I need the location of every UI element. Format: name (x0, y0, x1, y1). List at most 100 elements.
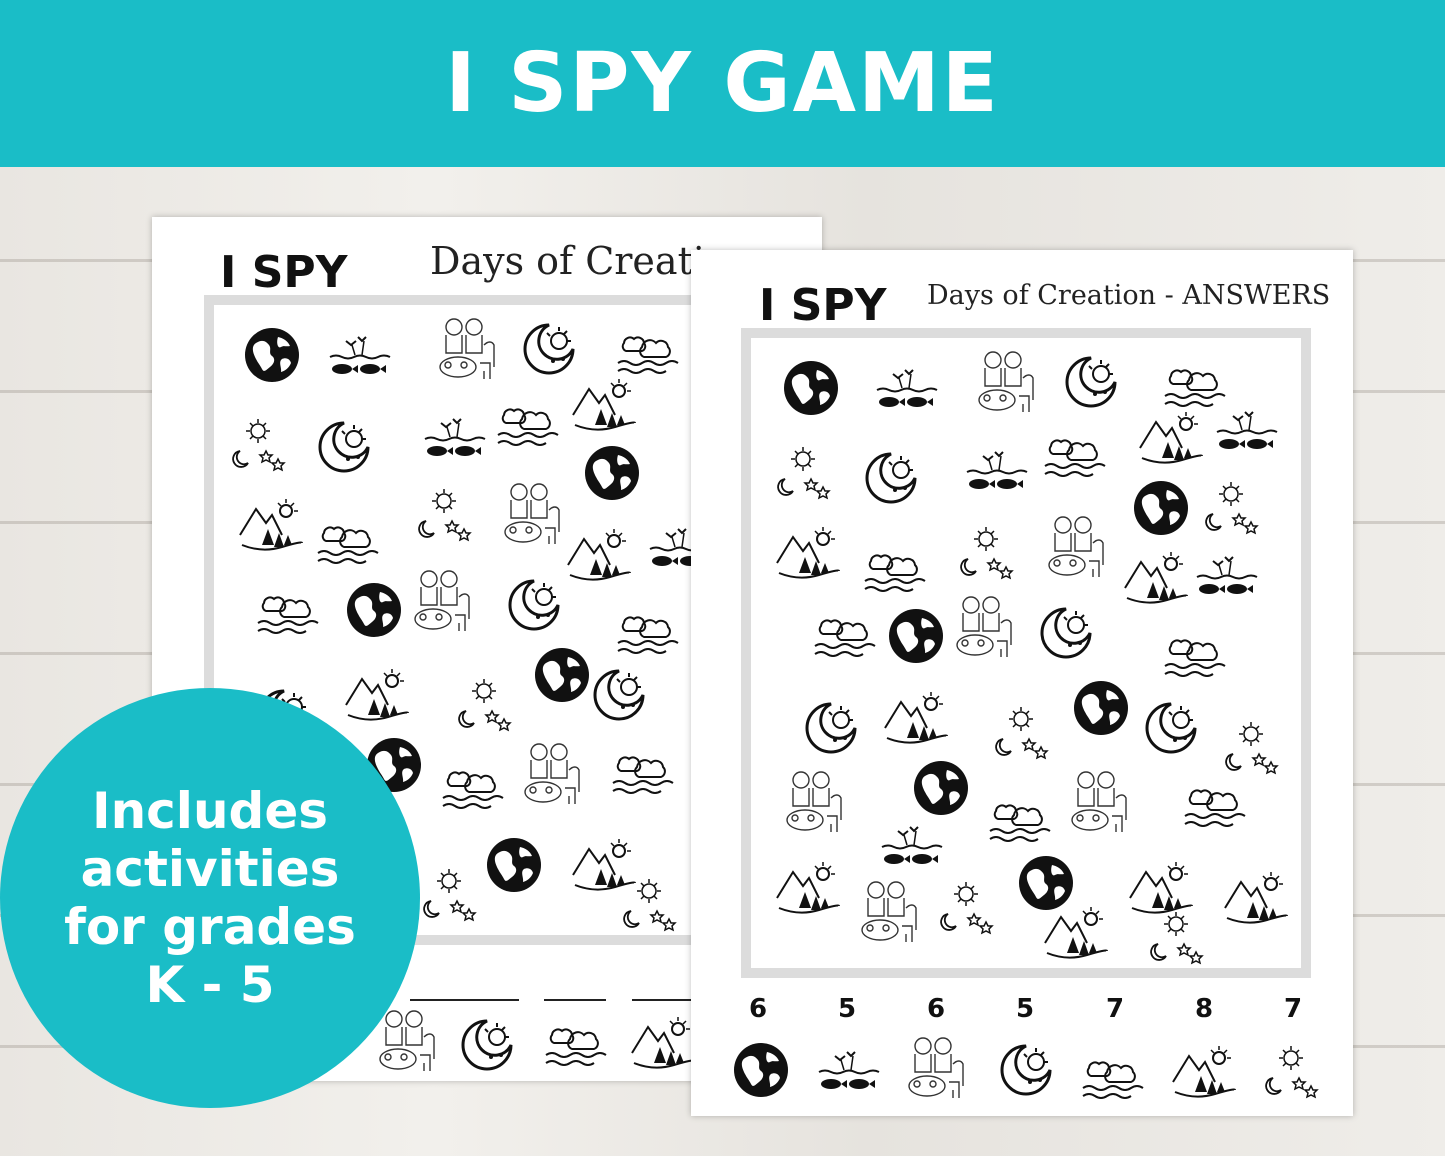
title-banner: I SPY GAME (0, 0, 1445, 167)
birds-fish-icon (1211, 408, 1281, 458)
birds-fish-icon (419, 415, 489, 465)
badge-line: Includes (91, 782, 329, 840)
answer-count: 8 (1194, 994, 1214, 1024)
people-animals-icon (1043, 513, 1113, 583)
moon-sun-icon (1036, 603, 1096, 663)
moon-sun-icon (457, 1015, 517, 1075)
worksheet-heading: I SPY (220, 247, 348, 298)
moon-sun-icon (1141, 698, 1201, 758)
people-animals-icon (374, 1007, 444, 1077)
sun-moon-stars-icon (991, 703, 1051, 763)
birds-fish-icon (876, 823, 946, 873)
earth-icon (484, 835, 544, 895)
people-animals-icon (1066, 768, 1136, 838)
land-plants-icon (1136, 408, 1206, 468)
sun-moon-stars-icon (936, 878, 996, 938)
land-plants-icon (773, 523, 843, 583)
moon-sun-icon (801, 698, 861, 758)
people-animals-icon (434, 315, 504, 385)
clouds-waves-icon (1041, 428, 1111, 478)
grades-badge: Includes activities for grades K - 5 (0, 688, 420, 1108)
sun-moon-stars-icon (1221, 718, 1281, 778)
sun-moon-stars-icon (414, 485, 474, 545)
earth-icon (344, 580, 404, 640)
clouds-waves-icon (986, 793, 1056, 843)
people-animals-icon (499, 480, 569, 550)
badge-line: activities (80, 840, 340, 898)
people-animals-icon (409, 567, 479, 637)
people-animals-icon (856, 878, 926, 948)
sun-moon-stars-icon (773, 443, 833, 503)
puzzle-area (751, 338, 1301, 968)
clouds-waves-icon (1161, 358, 1231, 408)
badge-line: K - 5 (145, 956, 275, 1014)
birds-fish-icon (324, 333, 394, 383)
clouds-waves-icon (1181, 778, 1251, 828)
worksheet-heading: I SPY (759, 280, 887, 331)
land-plants-icon (628, 1013, 698, 1073)
answer-count: 7 (1105, 994, 1125, 1024)
earth-icon (1071, 678, 1131, 738)
land-plants-icon (1169, 1042, 1239, 1102)
moon-sun-icon (519, 319, 579, 379)
land-plants-icon (773, 858, 843, 918)
moon-sun-icon (589, 665, 649, 725)
clouds-waves-icon (254, 585, 324, 635)
earth-icon (911, 758, 971, 818)
land-plants-icon (1121, 548, 1191, 608)
answer-blank (544, 999, 606, 1001)
clouds-waves-icon (609, 745, 679, 795)
earth-icon (886, 606, 946, 666)
earth-icon (1131, 478, 1191, 538)
answer-count: 6 (926, 994, 946, 1024)
worksheet-answers: I SPY Days of Creation - ANSWERS (691, 250, 1353, 1116)
sun-moon-stars-icon (1261, 1042, 1321, 1102)
badge-line: for grades (64, 898, 356, 956)
moon-sun-icon (861, 448, 921, 508)
sun-moon-stars-icon (1201, 478, 1261, 538)
land-plants-icon (569, 375, 639, 435)
answer-blank (457, 999, 519, 1001)
earth-icon (582, 443, 642, 503)
puzzle-frame (741, 328, 1311, 978)
birds-fish-icon (961, 448, 1031, 498)
worksheet-subtitle: Days of Creati (430, 239, 705, 283)
earth-icon (532, 645, 592, 705)
answer-count: 6 (748, 994, 768, 1024)
people-animals-icon (903, 1034, 973, 1104)
earth-icon (242, 325, 302, 385)
clouds-waves-icon (1161, 628, 1231, 678)
moon-sun-icon (1061, 352, 1121, 412)
birds-fish-icon (871, 366, 941, 416)
land-plants-icon (1041, 903, 1111, 963)
clouds-waves-icon (614, 605, 684, 655)
clouds-waves-icon (614, 325, 684, 375)
clouds-waves-icon (811, 608, 881, 658)
answer-count: 7 (1283, 994, 1303, 1024)
sun-moon-stars-icon (419, 865, 479, 925)
sun-moon-stars-icon (956, 523, 1016, 583)
people-animals-icon (781, 768, 851, 838)
clouds-waves-icon (314, 515, 384, 565)
earth-icon (781, 358, 841, 418)
birds-fish-icon (813, 1048, 883, 1098)
answer-blank (410, 999, 476, 1001)
clouds-waves-icon (439, 760, 509, 810)
land-plants-icon (342, 665, 412, 725)
land-plants-icon (1221, 868, 1291, 928)
sun-moon-stars-icon (619, 875, 679, 935)
sun-moon-stars-icon (228, 415, 288, 475)
land-plants-icon (564, 525, 634, 585)
land-plants-icon (881, 688, 951, 748)
answer-blank (632, 999, 694, 1001)
answer-count: 5 (837, 994, 857, 1024)
clouds-waves-icon (861, 543, 931, 593)
clouds-waves-icon (494, 397, 564, 447)
birds-fish-icon (1191, 553, 1261, 603)
moon-sun-icon (996, 1040, 1056, 1100)
people-animals-icon (951, 593, 1021, 663)
sun-moon-stars-icon (1146, 908, 1206, 968)
moon-sun-icon (314, 417, 374, 477)
sun-moon-stars-icon (454, 675, 514, 735)
earth-icon (731, 1040, 791, 1100)
